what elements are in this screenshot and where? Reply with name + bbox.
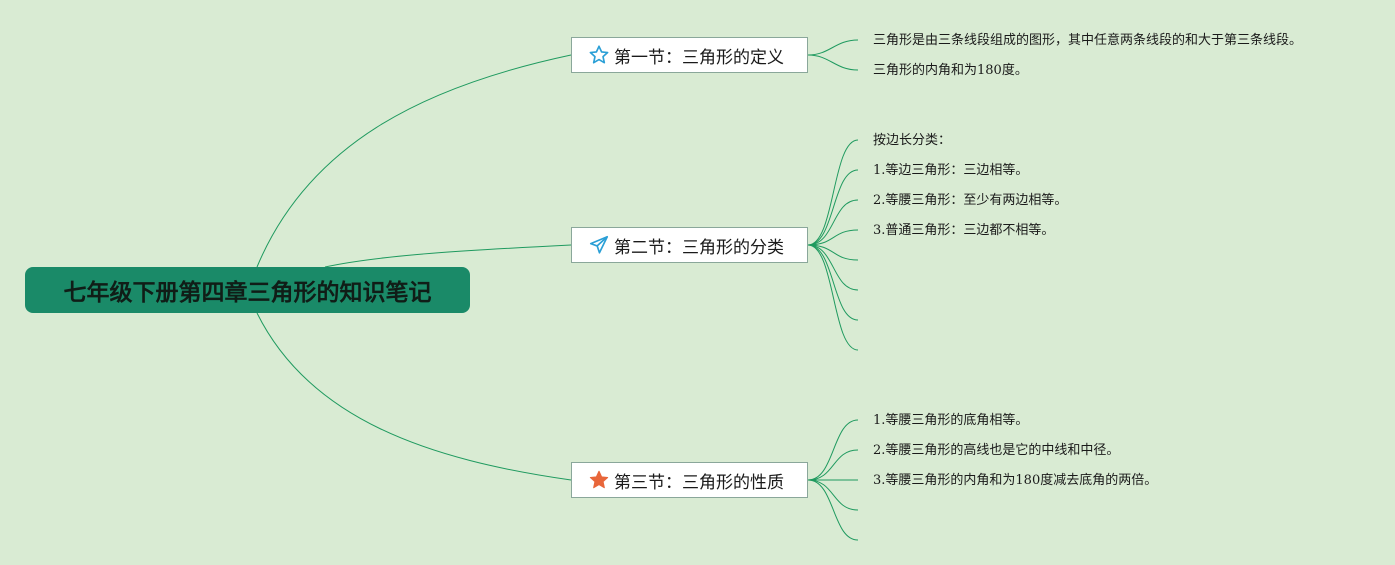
connector-root-section-1: [256, 54, 572, 268]
connector-s3-leaf-2: [807, 449, 859, 481]
section-3-title: 第三节：三角形的性质: [614, 472, 784, 493]
connector-s2-leaf-2: [807, 169, 859, 246]
connector-s1-leaf-2: [807, 54, 859, 71]
section-node-2[interactable]: 第二节：三角形的分类: [571, 227, 808, 263]
connector-s2-leaf-6: [807, 244, 859, 291]
star-filled-icon: [588, 469, 610, 491]
leaf-s1-1[interactable]: 三角形是由三条线段组成的图形，其中任意两条线段的和大于第三条线段。: [873, 33, 1303, 48]
leaf-s3-2[interactable]: 2.等腰三角形的高线也是它的中线和中径。: [873, 443, 1120, 458]
connector-s2-leaf-5: [807, 244, 859, 261]
leaf-s2-1[interactable]: 按边长分类：: [873, 133, 952, 148]
connector-s1-leaf-1: [807, 39, 859, 56]
paper-plane-icon: [588, 234, 610, 256]
section-2-title: 第二节：三角形的分类: [614, 237, 784, 258]
connector-s2-leaf-3: [807, 199, 859, 246]
leaf-s2-2[interactable]: 1.等边三角形：三边相等。: [873, 163, 1029, 178]
section-node-3[interactable]: 第三节：三角形的性质: [571, 462, 808, 498]
leaf-s2-3[interactable]: 2.等腰三角形：至少有两边相等。: [873, 193, 1068, 208]
section-node-1[interactable]: 第一节：三角形的定义: [571, 37, 808, 73]
connector-s3-leaf-5: [807, 479, 859, 541]
connector-root-section-3: [256, 312, 572, 481]
leaf-s3-3[interactable]: 3.等腰三角形的内角和为180度减去底角的两倍。: [873, 473, 1158, 488]
section-1-title: 第一节：三角形的定义: [614, 47, 784, 68]
connector-root-section-2: [324, 244, 572, 268]
connector-s3-leaf-1: [807, 419, 859, 481]
star-outline-icon: [588, 44, 610, 66]
root-title: 七年级下册第四章三角形的知识笔记: [63, 280, 432, 306]
connector-s2-leaf-4: [807, 229, 859, 246]
leaf-s3-1[interactable]: 1.等腰三角形的底角相等。: [873, 413, 1029, 428]
leaf-s2-4[interactable]: 3.普通三角形：三边都不相等。: [873, 223, 1055, 238]
connector-s2-leaf-8: [807, 244, 859, 351]
connector-s2-leaf-1: [807, 139, 859, 246]
connector-s2-leaf-7: [807, 244, 859, 321]
connector-s3-leaf-4: [807, 479, 859, 511]
leaf-s1-2[interactable]: 三角形的内角和为180度。: [873, 63, 1028, 78]
root-node[interactable]: 七年级下册第四章三角形的知识笔记: [25, 267, 470, 313]
